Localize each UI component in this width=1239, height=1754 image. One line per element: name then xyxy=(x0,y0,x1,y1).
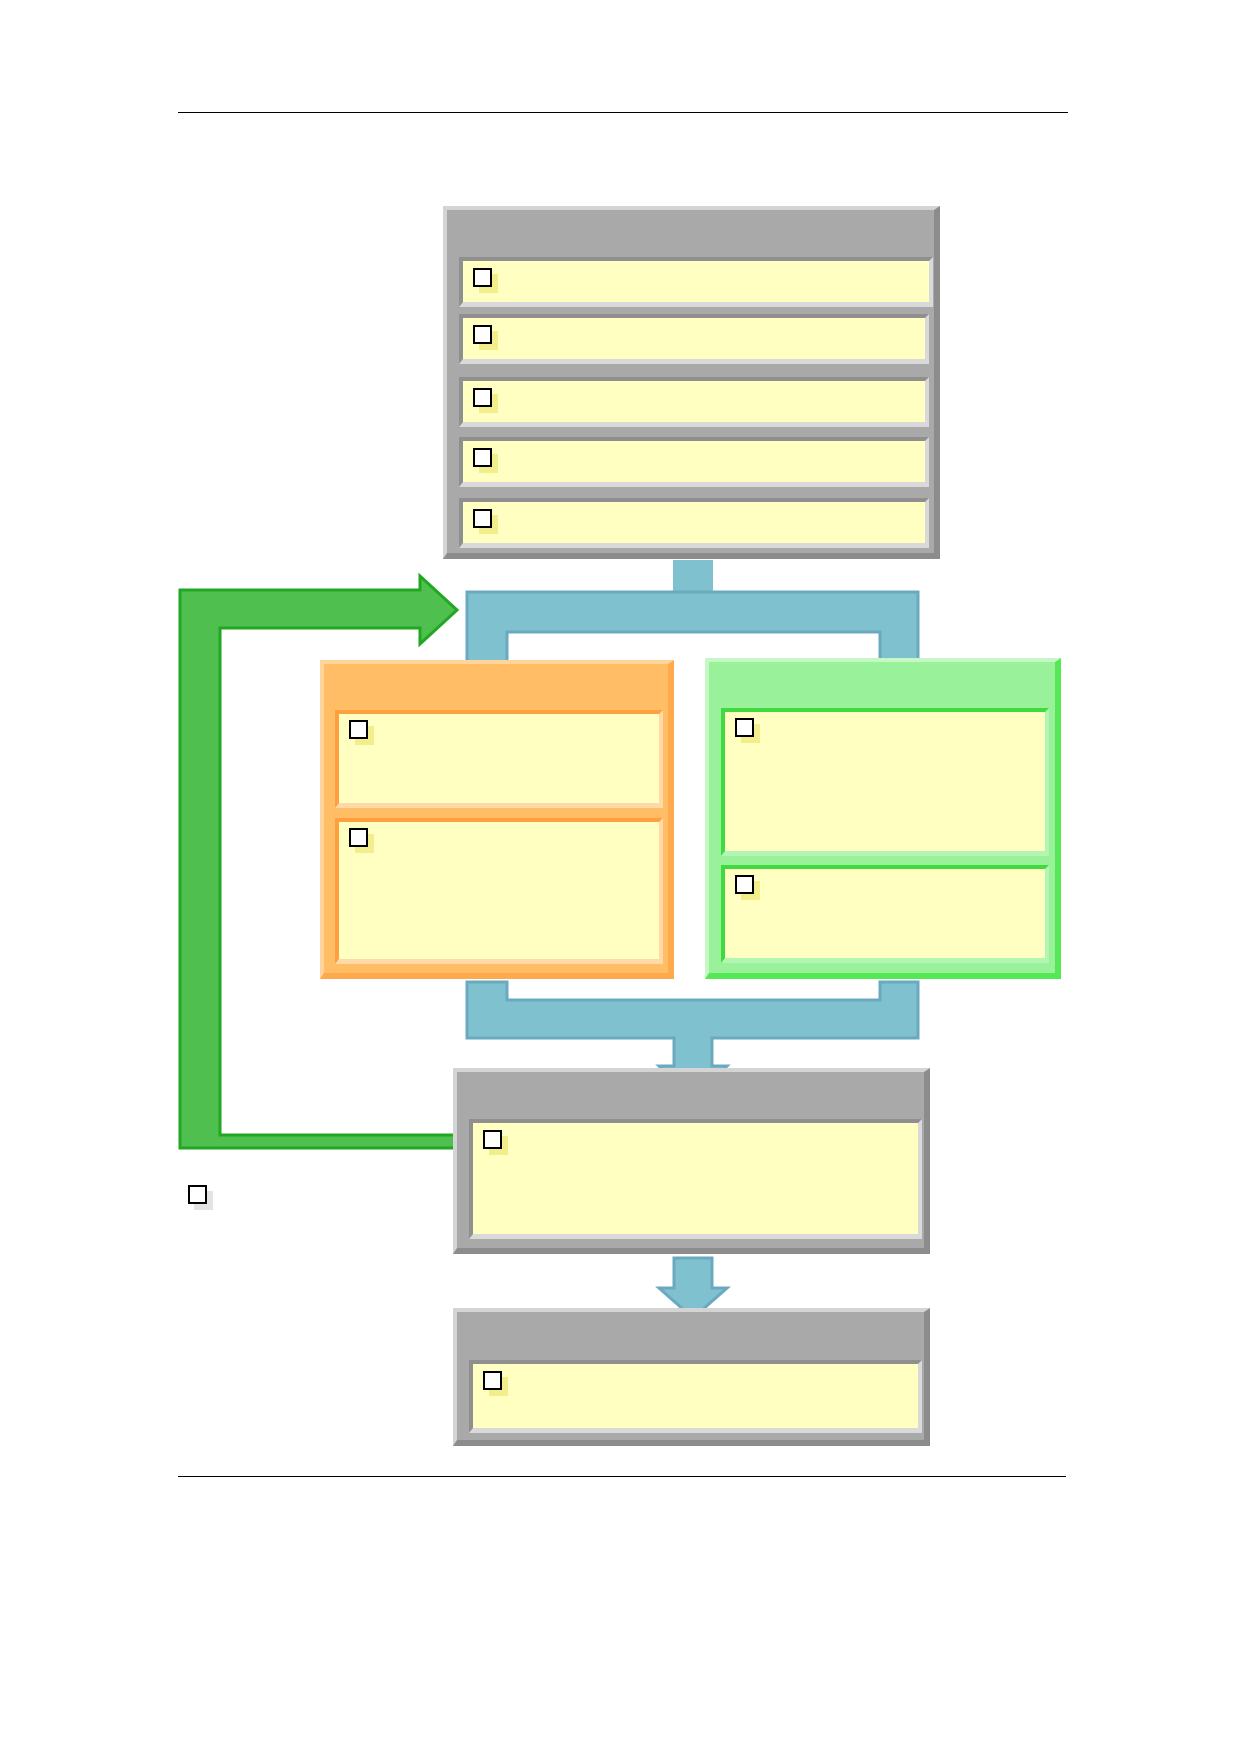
right-item-2 xyxy=(721,865,1049,963)
left-item-2 xyxy=(335,818,663,964)
loop-back-arrow xyxy=(178,572,460,1150)
left-panel xyxy=(320,660,674,979)
checkbox-icon[interactable] xyxy=(473,448,498,473)
final-item-1 xyxy=(469,1360,922,1433)
checkbox-icon[interactable] xyxy=(188,1185,213,1210)
right-panel xyxy=(705,658,1061,979)
eval-panel xyxy=(453,1068,930,1254)
checkbox-icon[interactable] xyxy=(473,325,498,350)
right-item-1 xyxy=(721,708,1049,856)
top-panel xyxy=(443,206,940,559)
merge-connector xyxy=(465,980,920,1101)
checkbox-icon[interactable] xyxy=(349,720,374,745)
checkbox-icon[interactable] xyxy=(349,828,374,853)
top-item-1 xyxy=(459,257,933,307)
top-item-4 xyxy=(459,437,929,487)
footer-rule xyxy=(178,1476,1066,1477)
eval-item-1 xyxy=(469,1119,922,1239)
left-item-1 xyxy=(335,710,663,808)
final-panel xyxy=(453,1308,930,1446)
checkbox-icon[interactable] xyxy=(473,388,498,413)
top-item-5 xyxy=(459,498,929,548)
checkbox-icon[interactable] xyxy=(483,1371,508,1396)
split-stem xyxy=(673,560,713,596)
top-item-3 xyxy=(459,377,929,427)
checkbox-icon[interactable] xyxy=(473,509,498,534)
top-item-2 xyxy=(459,314,929,364)
checkbox-icon[interactable] xyxy=(473,268,498,293)
checkbox-icon[interactable] xyxy=(735,718,760,743)
header-rule xyxy=(178,112,1068,113)
checkbox-icon[interactable] xyxy=(735,875,760,900)
final-arrow xyxy=(655,1256,731,1321)
checkbox-icon[interactable] xyxy=(483,1130,508,1155)
